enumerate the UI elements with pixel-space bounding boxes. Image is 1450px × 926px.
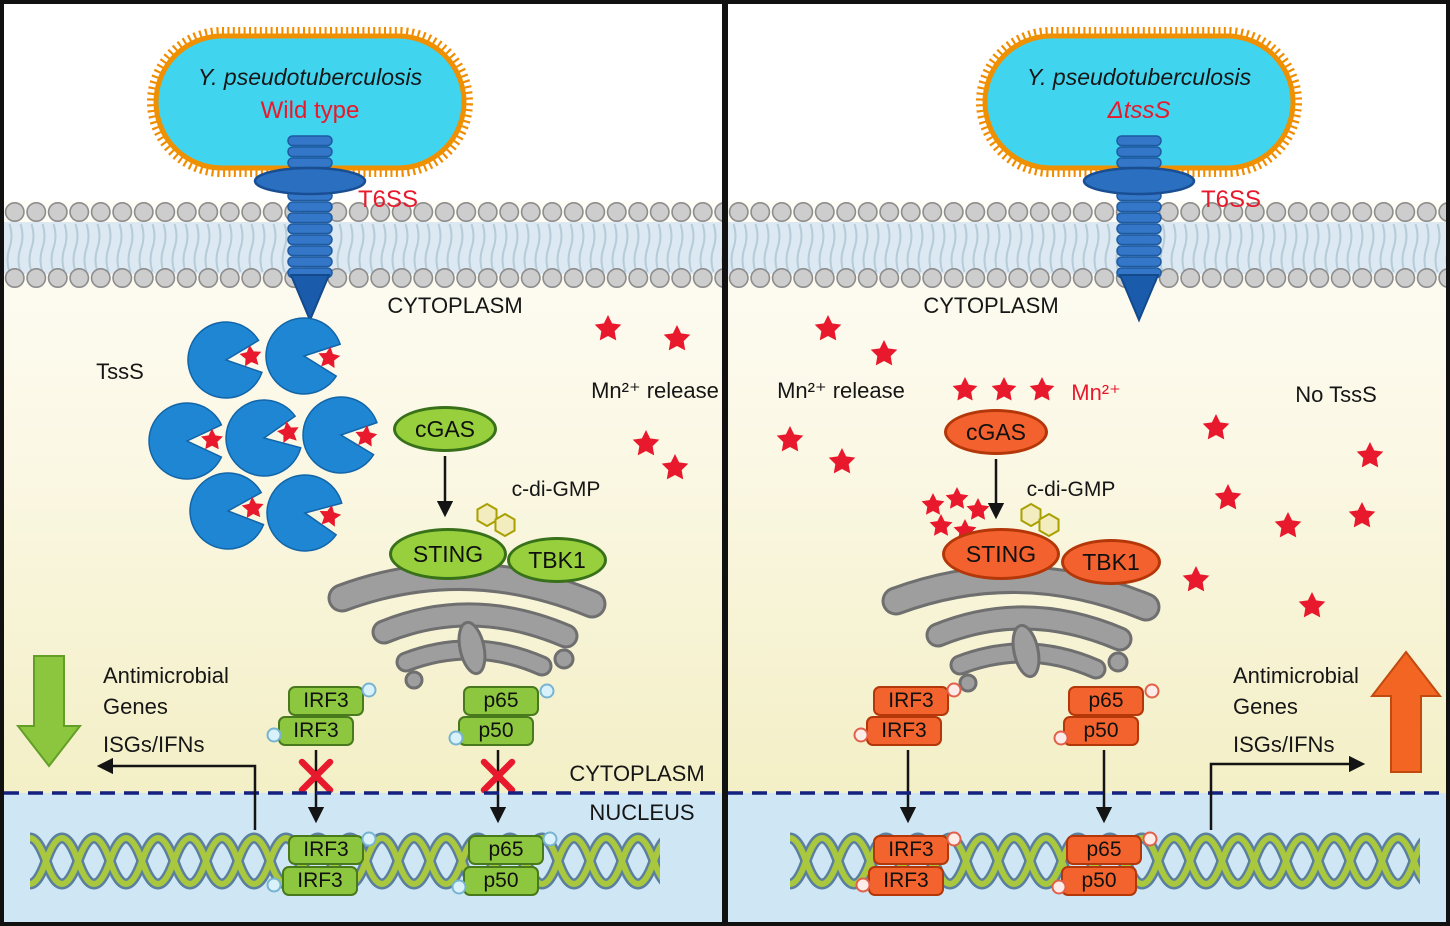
outcome-line-3: ISGs/IFNs xyxy=(1233,732,1335,757)
cytoplasm-label: CYTOPLASM xyxy=(387,293,523,318)
phospho-mark xyxy=(946,682,962,698)
outcome-line-2: Genes xyxy=(1233,694,1298,719)
phospho-mark xyxy=(451,879,467,895)
phospho-mark xyxy=(1142,831,1158,847)
outcome-line-1: Antimicrobial xyxy=(1233,663,1359,688)
phospho-mark xyxy=(361,682,377,698)
bacterium-strain: ΔtssS xyxy=(1107,97,1171,124)
p65-protein-nuclear: p65 xyxy=(468,835,544,865)
p50-protein: p50 xyxy=(1063,716,1139,746)
p65-protein-nuclear: p65 xyxy=(1066,835,1142,865)
cdigmp-molecules xyxy=(476,503,516,537)
cgas-enzyme: cGAS xyxy=(393,406,497,452)
phospho-mark xyxy=(266,727,282,743)
irf3-protein: IRF3 xyxy=(278,716,354,746)
translocation-arrows xyxy=(307,750,507,824)
cdigmp-label: c-di-GMP xyxy=(1026,478,1116,501)
mn-release-label: Mn²⁺ release xyxy=(591,378,719,403)
cgas-enzyme: cGAS xyxy=(944,409,1048,455)
needle-base-plate xyxy=(1082,166,1196,196)
t6ss-label: T6SS xyxy=(357,186,419,213)
tbk1-protein: TBK1 xyxy=(507,537,607,583)
p50-protein: p50 xyxy=(458,716,534,746)
outcome-line-2: Genes xyxy=(103,694,168,719)
golgi-apparatus xyxy=(881,564,1161,693)
bacterium-species: Y. pseudotuberculosis xyxy=(1026,64,1252,90)
gene-outcome-connector xyxy=(1209,755,1366,830)
needle-tip xyxy=(1118,274,1160,323)
irf3-protein: IRF3 xyxy=(873,686,949,716)
cytoplasm-label: CYTOPLASM xyxy=(923,293,1059,318)
outcome-line-3: ISGs/IFNs xyxy=(103,732,205,757)
irf3-protein-nuclear: IRF3 xyxy=(288,835,364,865)
needle-tip xyxy=(289,274,331,323)
increase-arrow xyxy=(1369,650,1443,773)
outcome-line-1: Antimicrobial xyxy=(103,663,229,688)
bacterium-species: Y. pseudotuberculosis xyxy=(197,64,423,90)
irf3-protein-nuclear: IRF3 xyxy=(868,866,944,896)
t6ss-needle xyxy=(253,135,367,323)
decrease-arrow xyxy=(15,655,83,768)
cell-membrane xyxy=(4,201,722,289)
phospho-mark xyxy=(266,877,282,893)
translocation-arrows xyxy=(899,750,1113,824)
wild-type-artwork xyxy=(4,27,722,896)
phospho-mark xyxy=(1051,879,1067,895)
cell-membrane xyxy=(728,201,1446,289)
golgi-apparatus xyxy=(327,561,607,690)
gene-outcome-connector xyxy=(96,757,257,830)
tsss-protein-cluster xyxy=(148,312,380,558)
phospho-mark xyxy=(448,730,464,746)
cdigmp-label: c-di-GMP xyxy=(511,478,601,501)
p65-protein: p65 xyxy=(1068,686,1144,716)
no-tsss-label: No TssS xyxy=(1295,382,1377,407)
sting-protein: STING xyxy=(942,528,1060,580)
phospho-mark xyxy=(853,727,869,743)
mn-label: Mn²⁺ xyxy=(1071,380,1121,405)
phospho-mark xyxy=(542,831,558,847)
nucleus-boundary-label: NUCLEUS xyxy=(589,800,695,825)
irf3-protein: IRF3 xyxy=(288,686,364,716)
panel-wild-type: Y. pseudotuberculosis Wild type T6SS CYT… xyxy=(4,4,722,922)
phospho-mark xyxy=(855,877,871,893)
cytoplasm-boundary-label: CYTOPLASM xyxy=(569,761,705,786)
needle-base-plate xyxy=(253,166,367,196)
t6ss-label: T6SS xyxy=(1200,186,1262,213)
phospho-mark xyxy=(1053,730,1069,746)
t6ss-needle xyxy=(1082,135,1196,323)
panel-tsss-mutant: Y. pseudotuberculosis ΔtssS T6SS CYTOPLA… xyxy=(728,4,1446,922)
mutant-artwork xyxy=(728,27,1446,896)
irf3-protein-nuclear: IRF3 xyxy=(282,866,358,896)
p50-protein-nuclear: p50 xyxy=(463,866,539,896)
phospho-mark xyxy=(1144,683,1160,699)
bacterium-strain: Wild type xyxy=(260,97,360,124)
tbk1-protein: TBK1 xyxy=(1061,539,1161,585)
phospho-mark xyxy=(539,683,555,699)
blocked-x-marks xyxy=(298,758,516,794)
p50-protein-nuclear: p50 xyxy=(1061,866,1137,896)
p65-protein: p65 xyxy=(463,686,539,716)
irf3-protein-nuclear: IRF3 xyxy=(873,835,949,865)
mn-release-label: Mn²⁺ release xyxy=(777,378,905,403)
phospho-mark xyxy=(361,831,377,847)
sting-protein: STING xyxy=(389,528,507,580)
irf3-protein: IRF3 xyxy=(866,716,942,746)
tsss-label: TssS xyxy=(96,359,144,384)
phospho-mark xyxy=(946,831,962,847)
